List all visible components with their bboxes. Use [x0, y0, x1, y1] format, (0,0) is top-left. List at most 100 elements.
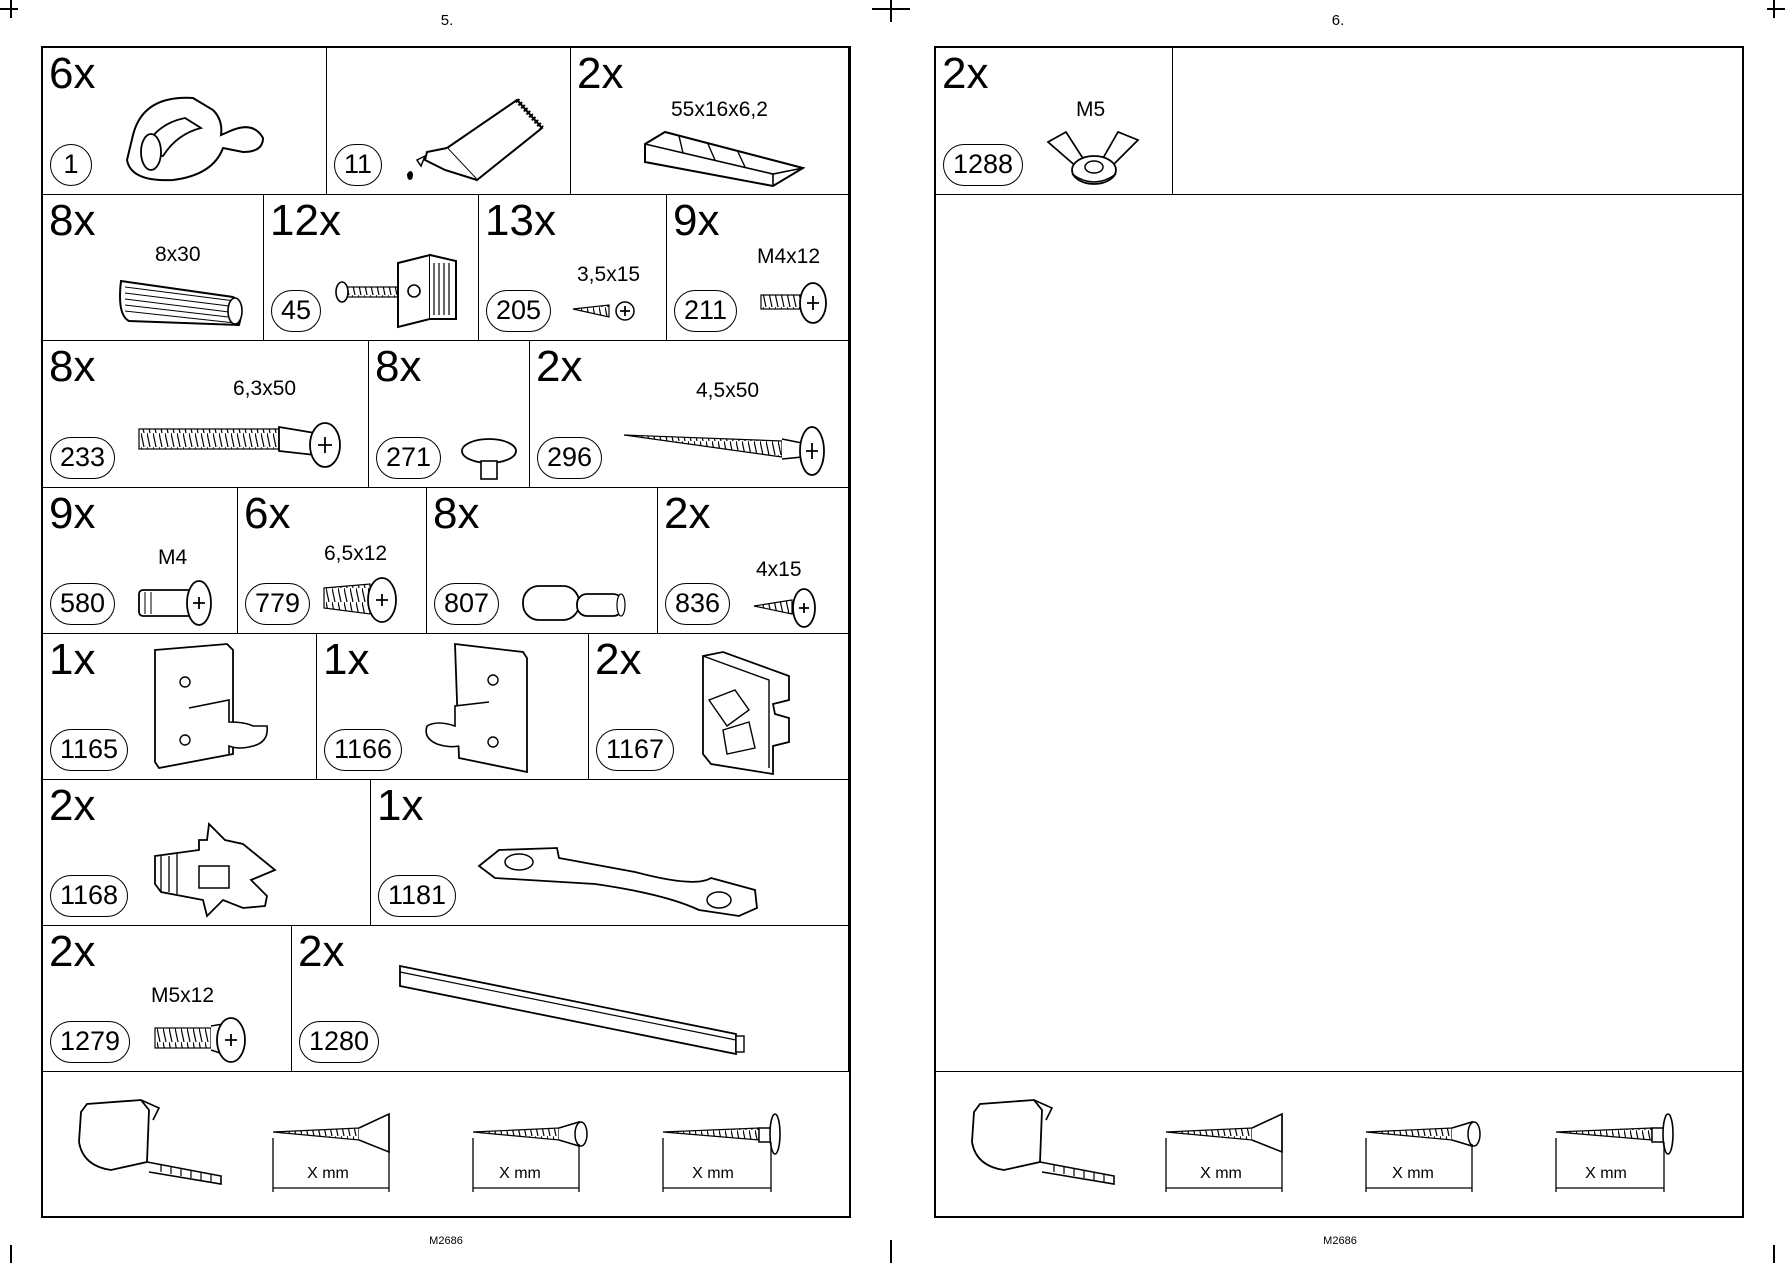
depth-gauge-icon — [78, 1099, 222, 1185]
part-cell-271: 8x 271 — [369, 341, 530, 488]
wide-screw-icon — [323, 577, 397, 623]
part-cell-205: 13x 205 3,5x15 — [479, 195, 667, 341]
raised-head-screw-icon — [1365, 1120, 1481, 1192]
page-number: 6. — [1331, 12, 1345, 29]
metal-strap-icon — [477, 847, 758, 917]
part-number: 1168 — [50, 875, 129, 917]
bracket-hook-icon — [125, 96, 265, 182]
part-cell-296: 2x 296 4,5x50 — [530, 341, 849, 488]
part-quantity: 2x — [942, 49, 989, 98]
plastic-bracket-icon — [702, 651, 790, 776]
part-dimension: 6,5x12 — [324, 542, 388, 565]
part-cell-580: 9x 580 M4 — [43, 488, 238, 634]
part-number: 45 — [271, 290, 322, 332]
sleeve-nut-icon — [138, 580, 212, 626]
part-quantity: 8x — [49, 342, 96, 391]
part-number: 1166 — [324, 729, 403, 771]
part-quantity: 8x — [49, 196, 96, 245]
part-dimension: M4x12 — [757, 245, 821, 268]
euro-screw-icon — [138, 422, 341, 468]
measurement-label: X mm — [307, 1165, 349, 1182]
crop-mark — [890, 1240, 892, 1263]
part-quantity: 1x — [377, 781, 424, 830]
washer-head-screw-icon — [1555, 1113, 1674, 1192]
crop-mark — [1767, 8, 1785, 10]
part-number: 211 — [674, 290, 738, 332]
part-quantity: 8x — [433, 489, 480, 538]
part-quantity: 2x — [536, 342, 583, 391]
part-number: 836 — [665, 583, 731, 625]
wing-nut-icon — [1046, 130, 1140, 185]
part-cell-1181: 1x 1181 — [371, 780, 849, 926]
part-number: 205 — [486, 290, 552, 332]
crop-mark — [872, 8, 910, 10]
document-code: M2686 — [429, 1235, 463, 1247]
part-dimension: 55x16x6,2 — [671, 98, 768, 121]
part-number: 807 — [434, 583, 500, 625]
cap-peg-icon — [461, 438, 517, 480]
clip-bracket-icon — [154, 822, 277, 918]
part-cell-807: 8x 807 — [427, 488, 658, 634]
part-quantity: 8x — [375, 342, 422, 391]
part-cell-1167: 2x 1167 — [589, 634, 849, 780]
measurement-label: X mm — [692, 1165, 734, 1182]
part-quantity: 13x — [485, 196, 556, 245]
part-cell-836: 2x 836 4x15 — [658, 488, 849, 634]
part-dimension: 4,5x50 — [696, 379, 760, 402]
part-dimension: M5x12 — [151, 984, 215, 1007]
crop-mark — [10, 1245, 12, 1263]
wedge-shim-icon — [644, 130, 806, 188]
part-number: 580 — [50, 583, 116, 625]
part-cell-1168: 2x 1168 — [43, 780, 371, 926]
part-number: 11 — [334, 144, 383, 186]
countersunk-screw-icon — [1165, 1112, 1283, 1192]
raised-head-screw-icon — [472, 1120, 588, 1192]
part-quantity: 2x — [298, 927, 345, 976]
part-quantity: 2x — [577, 49, 624, 98]
parts-list-right — [934, 46, 1744, 1218]
part-dimension: 8x30 — [155, 243, 201, 266]
part-quantity: 9x — [673, 196, 720, 245]
document-code: M2686 — [1323, 1235, 1357, 1247]
crop-mark — [1773, 1245, 1775, 1263]
flat-screw-icon — [753, 588, 816, 628]
part-quantity: 1x — [323, 635, 370, 684]
part-quantity: 2x — [595, 635, 642, 684]
measurement-label: X mm — [1200, 1165, 1242, 1182]
part-quantity: 6x — [244, 489, 291, 538]
part-number: 1165 — [50, 729, 129, 771]
part-number: 1279 — [50, 1021, 131, 1063]
empty-area — [1173, 48, 1742, 195]
part-cell-45: 12x 45 — [264, 195, 479, 341]
plate-left-icon — [154, 643, 269, 769]
connector-with-screw-icon — [335, 253, 457, 329]
part-cell-1279: 2x 1279 M5x12 — [43, 926, 292, 1072]
measurement-label: X mm — [1585, 1165, 1627, 1182]
part-number: 233 — [50, 437, 116, 479]
part-cell-1: 6x 1 — [43, 48, 327, 195]
part-cell-1288: 2x 1288 M5 — [936, 48, 1173, 195]
part-number: 1 — [50, 144, 92, 186]
part-quantity: 2x — [49, 781, 96, 830]
crop-mark — [1773, 0, 1775, 18]
part-cell-1166: 1x 1166 — [317, 634, 589, 780]
measurement-label: X mm — [499, 1165, 541, 1182]
part-dimension: M4 — [158, 546, 188, 569]
part-number: 296 — [537, 437, 603, 479]
measurement-label: X mm — [1392, 1165, 1434, 1182]
depth-gauge-icon — [971, 1099, 1115, 1185]
part-cell-11: 11 — [327, 48, 571, 195]
crop-mark — [890, 0, 892, 22]
washer-head-screw-icon — [662, 1113, 781, 1192]
part-dimension: 4x15 — [756, 558, 802, 581]
rail-bar-icon — [399, 964, 745, 1056]
part-quantity: 2x — [664, 489, 711, 538]
part-quantity: 2x — [49, 927, 96, 976]
crop-mark — [0, 8, 18, 10]
plate-right-icon — [425, 642, 528, 774]
part-quantity: 1x — [49, 635, 96, 684]
part-number: 271 — [376, 437, 442, 479]
parts-list-left — [41, 46, 851, 1218]
countersunk-screw-icon — [272, 1112, 390, 1192]
part-cell-12: 2x 55x16x6,2 — [571, 48, 849, 195]
